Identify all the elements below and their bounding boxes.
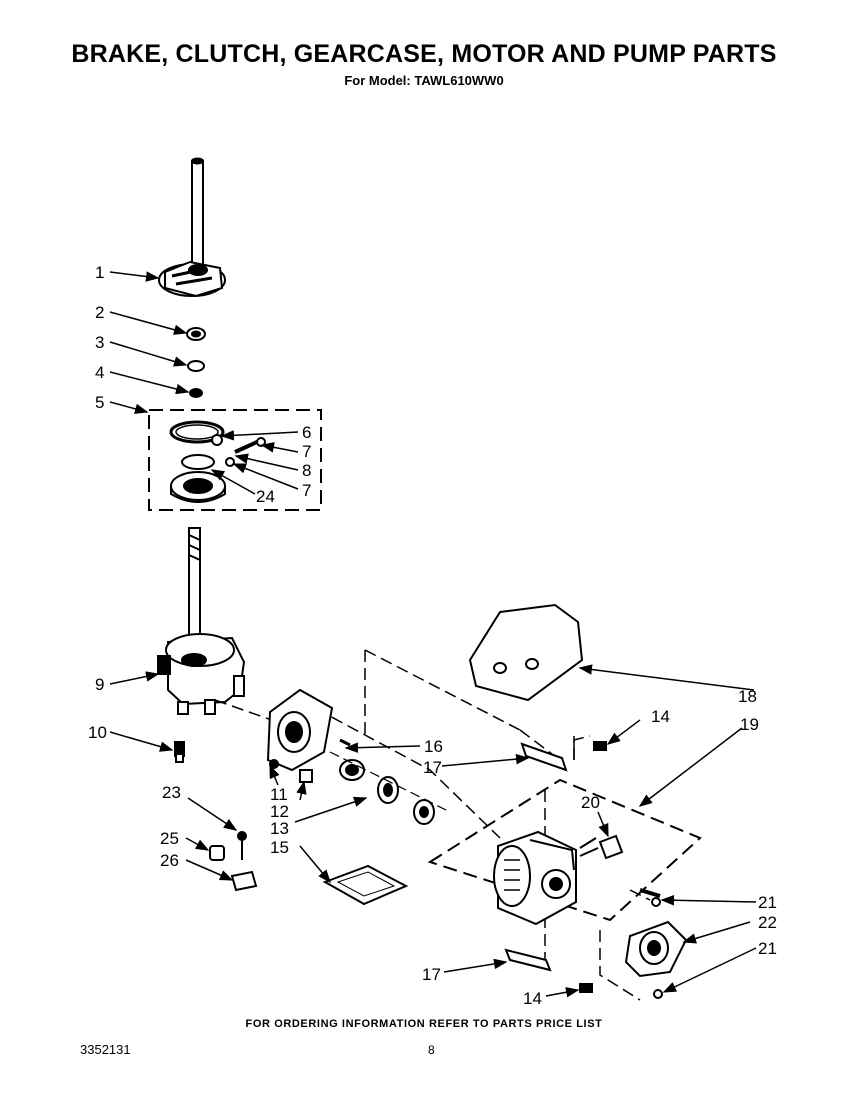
callout-19: 19 [740,715,759,734]
callout-12: 12 [270,802,289,821]
callout-1: 1 [95,263,104,282]
callout-11: 11 [270,785,288,804]
bolt-10-drawing [174,741,185,763]
ordering-note: FOR ORDERING INFORMATION REFER TO PARTS … [245,1018,603,1030]
callout-13: 13 [270,819,289,838]
washer-stack-drawing [186,327,206,398]
small-parts-drawing [209,831,258,892]
brake-cam-drawing [158,260,226,298]
base-gasket-18-drawing [468,603,584,702]
gasket-15-drawing [322,864,409,906]
page-number: 8 [428,1043,435,1057]
callout-24: 24 [256,487,275,506]
page-title: BRAKE, CLUTCH, GEARCASE, MOTOR AND PUMP … [71,40,777,68]
model-subtitle: For Model: TAWL610WW0 [344,73,504,88]
callout-23: 23 [162,783,181,802]
callout-18: 18 [738,687,757,706]
callout-9: 9 [95,675,104,694]
callout-21: 21 [758,893,777,912]
callout-8: 8 [302,461,311,480]
callout-7: 7 [302,442,311,461]
callout-22: 22 [758,913,777,932]
callout-6: 6 [302,423,311,442]
pump-drawing [624,888,688,999]
callout-25: 25 [160,829,179,848]
callout-17: 17 [422,965,441,984]
pulley-parts-drawing [266,688,451,825]
callout-7: 7 [302,481,311,500]
callout-numbers: 1 2 3 4 5 6 7 8 7 24 9 10 11 12 13 15 16… [88,263,777,1008]
callout-4: 4 [95,363,104,382]
callout-3: 3 [95,333,104,352]
motor-assembly-drawing [427,778,702,926]
callout-5: 5 [95,393,104,412]
leader-lines [109,271,757,998]
callout-17: 17 [423,758,442,777]
gearcase-drawing [157,527,246,715]
callout-26: 26 [160,851,179,870]
brake-assembly-box [148,409,322,511]
callout-2: 2 [95,303,104,322]
callout-20: 20 [581,793,600,812]
document-number: 3352131 [80,1042,131,1057]
brake-shaft-drawing [191,157,204,270]
callout-21: 21 [758,939,777,958]
callout-14: 14 [651,707,670,726]
callout-16: 16 [424,737,443,756]
callout-15: 15 [270,838,289,857]
brackets-drawing [504,736,607,993]
callout-14: 14 [523,989,542,1008]
callout-10: 10 [88,723,107,742]
